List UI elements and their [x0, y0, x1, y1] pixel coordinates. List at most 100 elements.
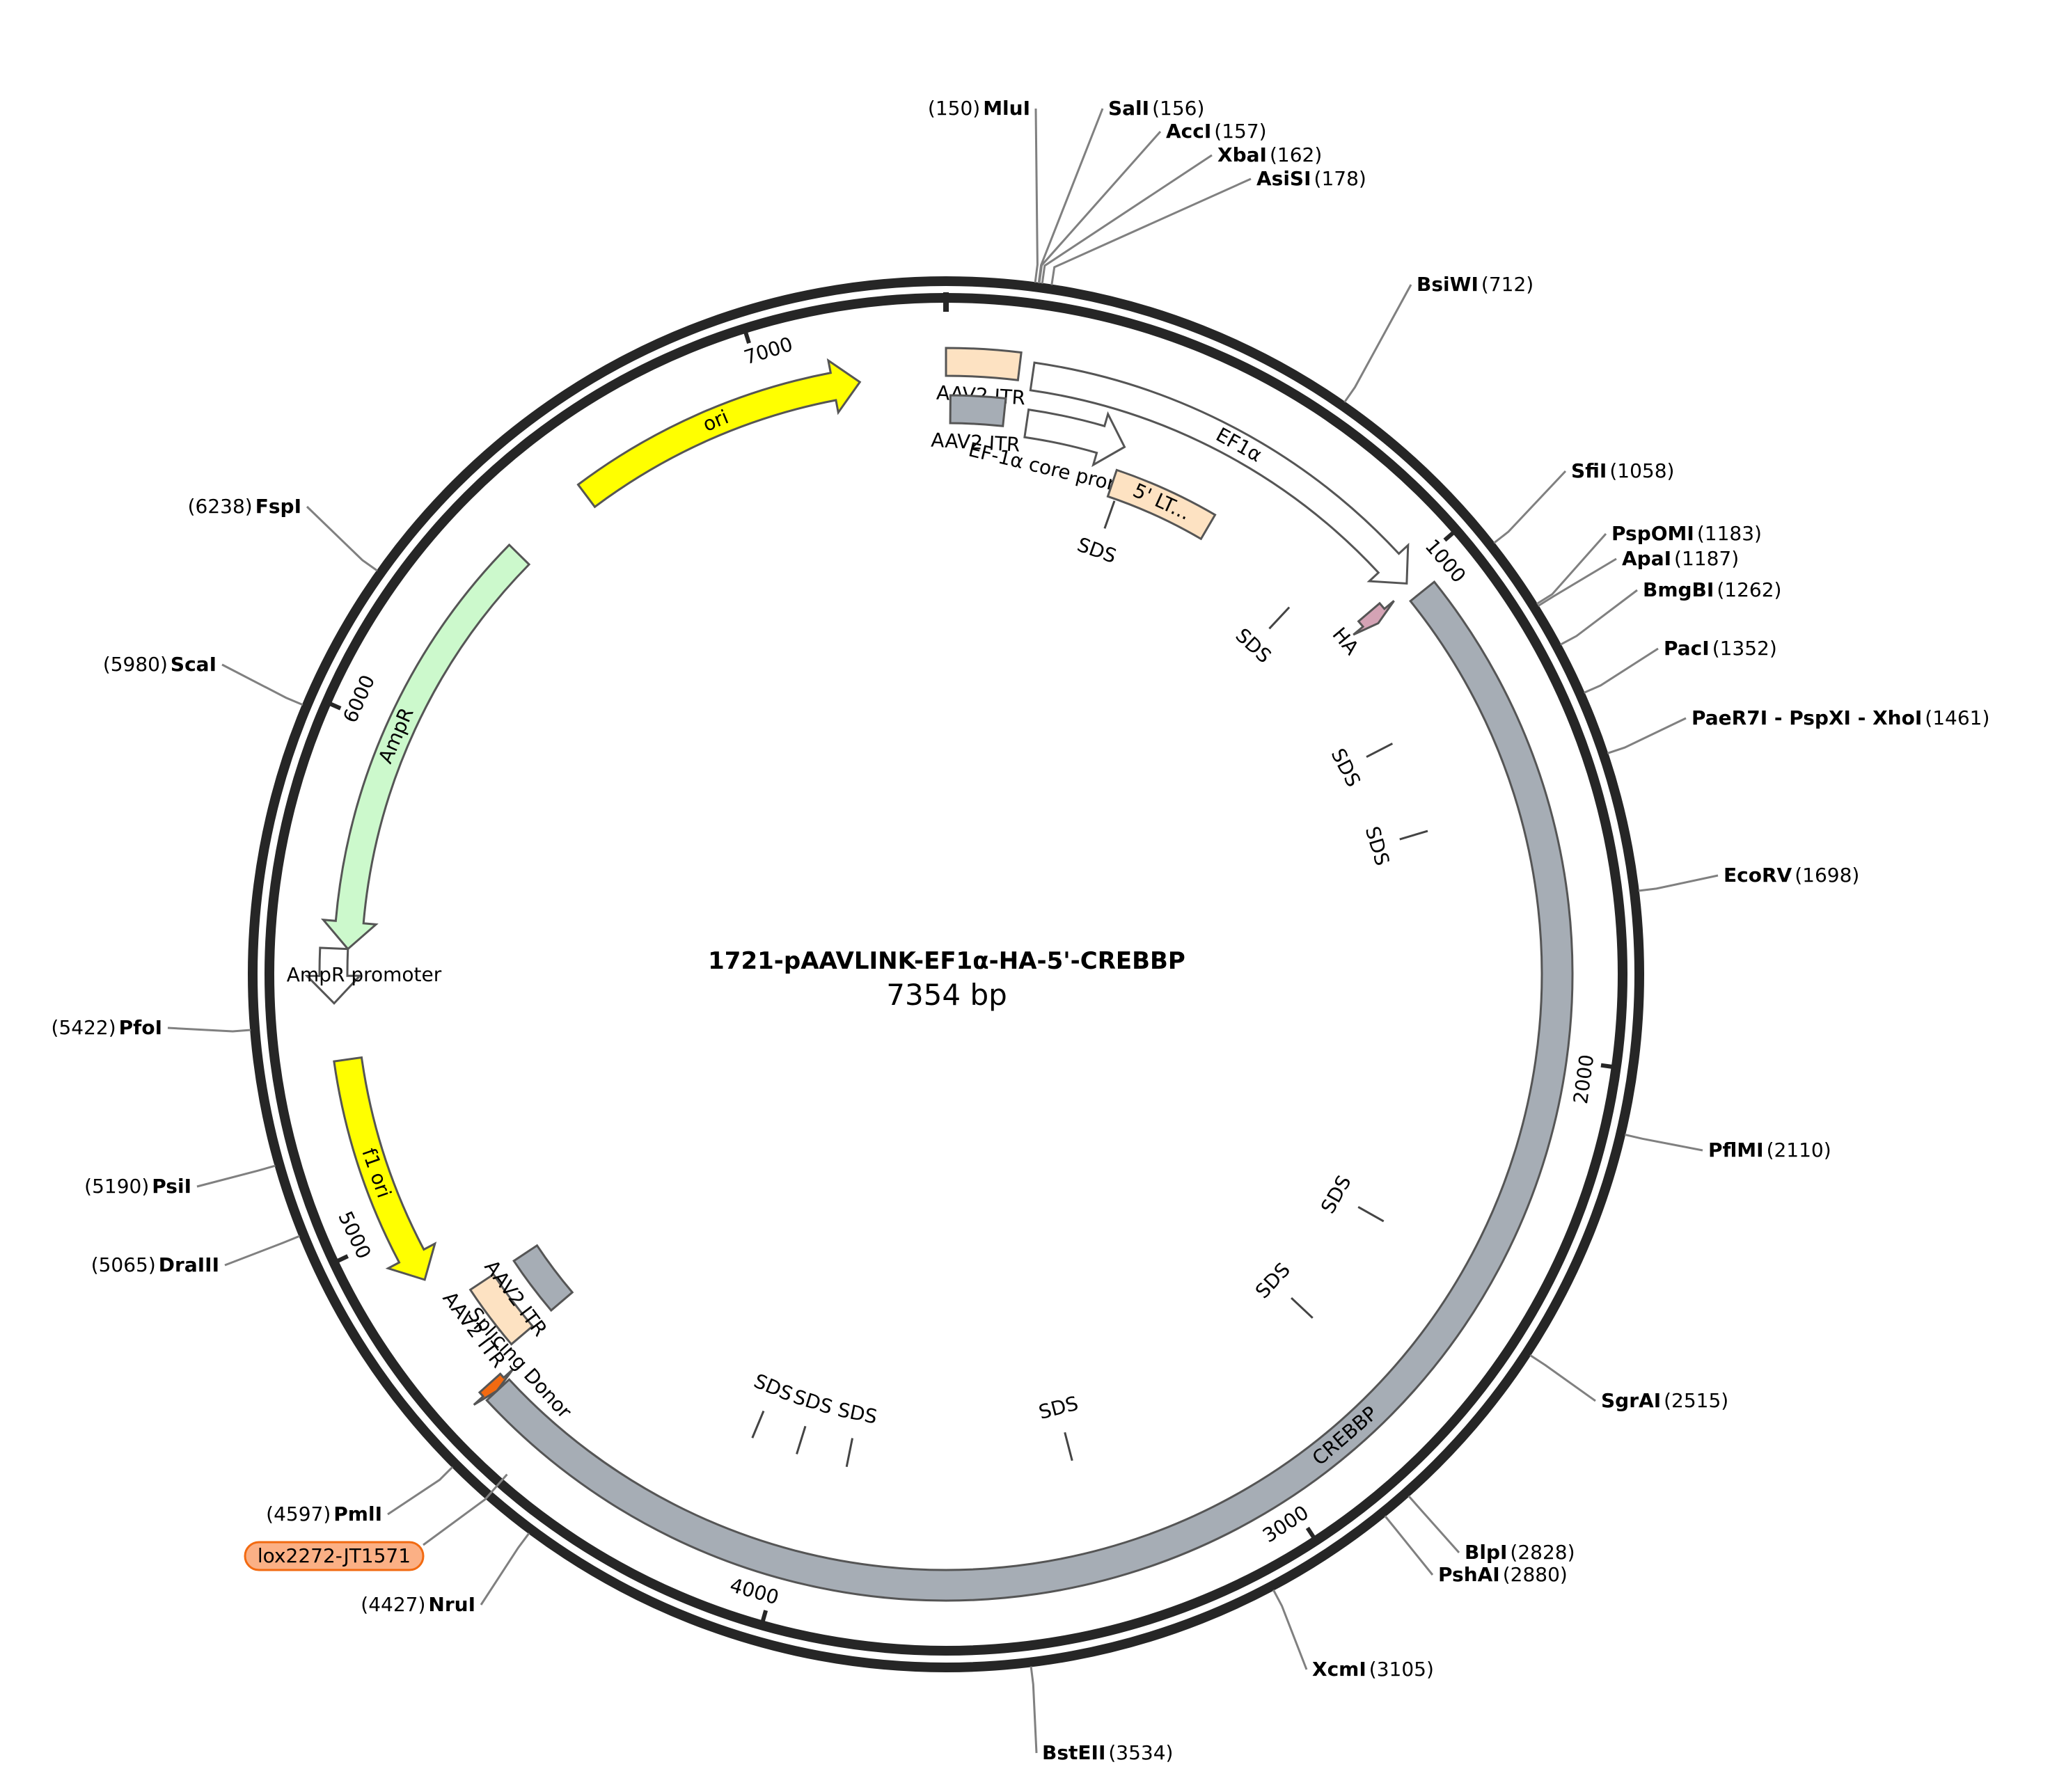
- site-leader-bsiwi: [1343, 284, 1412, 403]
- site-sali: SalI (156): [1108, 97, 1204, 120]
- site-name: PaeR7I - PspXI - XhoI: [1692, 706, 1922, 729]
- sds-mark: [1268, 606, 1291, 630]
- sds-label: SDS: [1036, 1392, 1081, 1424]
- site-name: BlpI: [1465, 1541, 1507, 1564]
- site-leader-pfoi: [167, 1026, 251, 1033]
- plasmid-name: 1721-pAAVLINK-EF1α-HA-5'-CREBBP: [708, 947, 1185, 975]
- feature-ha: [1353, 600, 1395, 636]
- feature-aav2-itr: [468, 1273, 535, 1346]
- site-leader-bmgbi: [1560, 589, 1638, 646]
- site-name: PshAI: [1438, 1563, 1500, 1586]
- site-name: SalI: [1108, 97, 1149, 120]
- site-psii: (5190) PsiI: [84, 1175, 191, 1198]
- site-position: (150): [928, 97, 980, 120]
- site-paer7i-pspxi-xhoi: PaeR7I - PspXI - XhoI (1461): [1692, 706, 1989, 729]
- site-position: (1352): [1712, 637, 1777, 660]
- site-leader-psii: [196, 1164, 276, 1188]
- site-leader-asisi: [1050, 177, 1252, 285]
- site-acci: AccI (157): [1166, 120, 1267, 143]
- site-name: EcoRV: [1724, 864, 1792, 887]
- feature-aav2-itr: [949, 394, 1007, 427]
- site-name: ScaI: [171, 653, 216, 676]
- site-paci: PacI (1352): [1664, 637, 1777, 660]
- sds-label: SDS: [835, 1398, 879, 1429]
- tick-mark: [1600, 1063, 1620, 1070]
- site-name: PsiI: [152, 1175, 191, 1198]
- sds-label: SDS: [1251, 1258, 1295, 1303]
- site-name: DraIII: [159, 1253, 219, 1276]
- site-name: XcmI: [1312, 1658, 1366, 1681]
- site-leader-pspomi: [1536, 533, 1607, 605]
- site-xcmi: XcmI (3105): [1312, 1658, 1434, 1681]
- backbone-outer-strand: [248, 276, 1644, 1672]
- sds-label: SDS: [1074, 533, 1119, 568]
- tick-mark: [330, 1254, 349, 1266]
- site-bsiwi: BsiWI (712): [1417, 273, 1533, 296]
- site-sgrai: SgrAI (2515): [1601, 1389, 1728, 1412]
- sds-label: SDS: [1231, 624, 1275, 667]
- sds-mark: [1366, 743, 1394, 759]
- site-bmgbi: BmgBI (1262): [1643, 578, 1781, 601]
- site-ecorv: EcoRV (1698): [1724, 864, 1859, 887]
- site-scai: (5980) ScaI: [103, 653, 216, 676]
- sds-mark: [751, 1410, 765, 1438]
- tick-label: 6000: [338, 672, 379, 727]
- site-position: (157): [1214, 120, 1266, 143]
- site-position: (156): [1152, 97, 1204, 120]
- site-xbai: XbaI (162): [1217, 143, 1322, 166]
- feature-label-ha: HA: [1327, 623, 1363, 659]
- site-name: NruI: [428, 1593, 475, 1616]
- sds-label: SDS: [1361, 824, 1394, 869]
- site-leader-blpi: [1408, 1495, 1460, 1553]
- site-name: MluI: [983, 97, 1030, 120]
- site-leader-xbai: [1041, 154, 1213, 284]
- feature-ampr-promoter: [304, 946, 363, 1005]
- tick-mark: [741, 325, 751, 344]
- site-position: (5980): [103, 653, 168, 676]
- site-position: (162): [1270, 143, 1322, 166]
- sds-mark: [845, 1438, 853, 1468]
- feature-aav2-itr: [945, 347, 1023, 381]
- feature-ori: [576, 358, 862, 509]
- tick-label: 4000: [727, 1573, 782, 1609]
- site-position: (1058): [1609, 459, 1674, 482]
- site-leader-bsteii: [1030, 1666, 1038, 1754]
- site-leader-acci: [1038, 131, 1162, 284]
- site-leader-scai: [221, 663, 303, 706]
- site-name: PfoI: [119, 1016, 162, 1039]
- site-position: (2110): [1767, 1139, 1831, 1161]
- site-name: SgrAI: [1601, 1389, 1661, 1412]
- site-position: (6238): [188, 495, 253, 518]
- sds-mark: [1103, 500, 1116, 529]
- site-position: (3105): [1369, 1658, 1434, 1681]
- site-bsteii: BstEII (3534): [1042, 1741, 1173, 1764]
- site-leader-paer7i-pspxi-xhoi: [1607, 717, 1687, 754]
- site-position: (5065): [91, 1253, 156, 1276]
- site-position: (2828): [1510, 1541, 1575, 1564]
- site-pspomi: PspOMI (1183): [1611, 522, 1762, 545]
- sds-mark: [1357, 1205, 1385, 1223]
- plasmid-length: 7354 bp: [886, 978, 1007, 1012]
- site-leader-apai: [1537, 557, 1617, 607]
- site-position: (712): [1481, 273, 1533, 296]
- feature-ef1: [1029, 361, 1410, 585]
- lox-leader: [423, 1473, 508, 1546]
- site-pmli: (4597) PmlI: [266, 1502, 382, 1525]
- site-draiii: (5065) DraIII: [91, 1253, 219, 1276]
- site-name: SfiI: [1571, 459, 1607, 482]
- tick-mark: [759, 1610, 768, 1628]
- site-apai: ApaI (1187): [1622, 547, 1739, 570]
- feature-crebbp: [485, 580, 1574, 1602]
- site-leader-draiii: [224, 1235, 300, 1267]
- feature-splicing-donor: [473, 1368, 514, 1406]
- site-position: (1187): [1674, 547, 1739, 570]
- restriction-sites: (150) MluI SalI (156)AccI (157)XbaI (162)…: [52, 97, 1990, 1764]
- site-leader-ecorv: [1638, 874, 1719, 892]
- site-position: (1183): [1697, 522, 1762, 545]
- sds-mark: [1291, 1297, 1314, 1319]
- site-sfii: SfiI (1058): [1571, 459, 1674, 482]
- feature-label-aav2-itr: AAV2 ITR: [931, 429, 1021, 457]
- site-position: (3534): [1108, 1741, 1173, 1764]
